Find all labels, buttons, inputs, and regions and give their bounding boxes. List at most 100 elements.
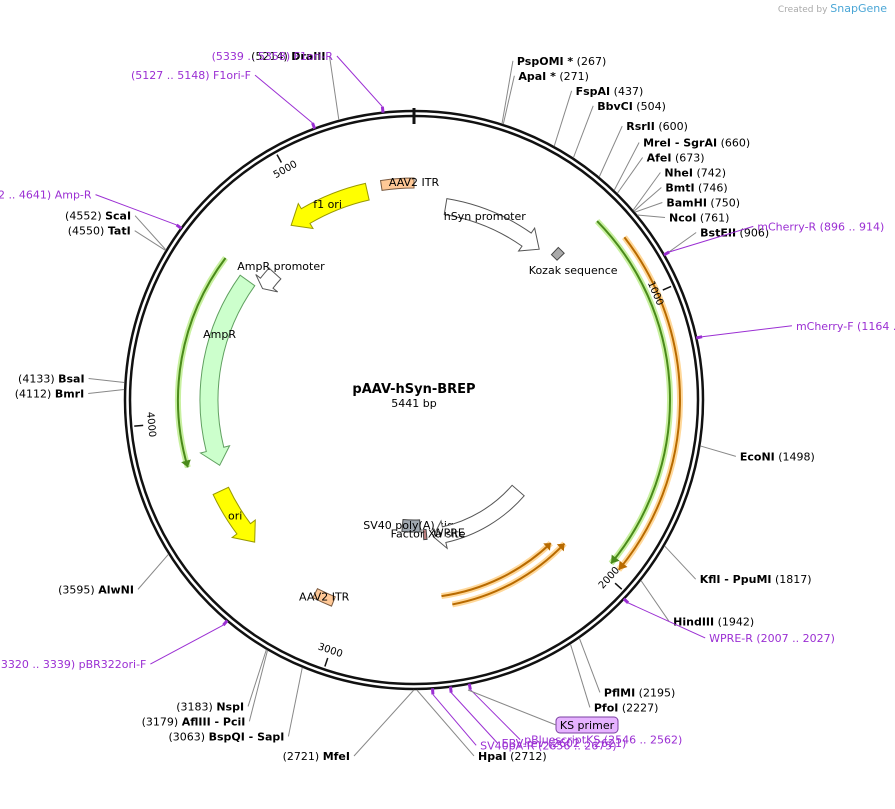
primer-label-sv40pa-r: SV40pA-R (2656 .. 2675) bbox=[480, 739, 616, 752]
feature-label-ori: ori bbox=[228, 510, 242, 523]
primer-mark-wpre-r bbox=[622, 597, 630, 604]
site-pfoi: PfoI (2227) bbox=[594, 701, 659, 714]
site-leader bbox=[637, 214, 666, 218]
primer-leader bbox=[254, 74, 313, 124]
site-fspai: FspAI (437) bbox=[576, 85, 644, 98]
snapgene-credit: Created by SnapGene bbox=[778, 2, 887, 15]
orf-arrows-layer bbox=[175, 218, 683, 608]
feature-f1-ori bbox=[290, 182, 370, 230]
primer-leader bbox=[450, 692, 499, 744]
primer-leader bbox=[627, 602, 706, 639]
site-leader bbox=[88, 378, 125, 384]
feature-label-wpre: WPRE bbox=[433, 527, 465, 540]
site-leader bbox=[664, 545, 697, 580]
primer-mark-f1ori-r bbox=[380, 106, 385, 113]
site-nspi: (3183) NspI bbox=[176, 700, 244, 713]
feature-label-f1-ori: f1 ori bbox=[313, 198, 342, 211]
site-ncoi: NcoI (761) bbox=[669, 211, 729, 224]
site-bmri: (4112) BmrI bbox=[15, 388, 84, 401]
site-leader bbox=[634, 202, 663, 213]
tick-mark bbox=[276, 154, 283, 163]
primers-layer: (5339 .. 5358) F1ori-R (5127 .. 5148) F1o… bbox=[0, 50, 895, 752]
site-pspomi: PspOMI * (267) bbox=[517, 55, 606, 68]
feature-sv40-poly-a-signal bbox=[401, 518, 421, 533]
primer-label-f1ori-r: (5339 .. 5358) F1ori-R bbox=[212, 50, 334, 63]
site-hindiii: HindIII (1942) bbox=[673, 616, 754, 629]
feature-ori bbox=[212, 486, 256, 543]
backbone-layer bbox=[123, 108, 705, 691]
site-nhei: NheI (742) bbox=[664, 166, 726, 179]
primer-mark-amp-r bbox=[175, 223, 183, 230]
feature-label-aav2-itr: AAV2 ITR bbox=[389, 176, 440, 189]
orf-arrow bbox=[452, 542, 566, 606]
site-leader bbox=[598, 125, 623, 178]
site-leader bbox=[700, 445, 737, 457]
plasmid-name: pAAV-hSyn-BREP bbox=[352, 382, 475, 397]
tick-mark bbox=[324, 657, 329, 667]
primer-label-pbluescriptks: pBluescriptKS (2546 .. 2562) bbox=[524, 734, 682, 747]
site-afliii-pcii: (3179) AflIII - PciI bbox=[142, 715, 246, 728]
site-scai: (4552) ScaI bbox=[65, 210, 131, 223]
primer-mark-mcherry-f bbox=[695, 335, 703, 340]
feature-label-factor-xa-site: Factor Xa site bbox=[391, 527, 466, 540]
primer-mark-f1ori-f bbox=[311, 122, 317, 130]
site-rsrii: RsrII (600) bbox=[626, 120, 688, 133]
tick-label: 5000 bbox=[272, 159, 300, 181]
primer-leader bbox=[336, 55, 383, 108]
orf-arrowhead bbox=[618, 560, 628, 570]
site-bspqi-sapi: (3063) BspQI - SapI bbox=[169, 730, 285, 743]
tick-label: 4000 bbox=[144, 411, 157, 437]
orf-arrowhead bbox=[556, 543, 565, 552]
site-kfli-ppumi: KflI - PpuMI (1817) bbox=[700, 573, 812, 586]
feature-hsyn-promoter bbox=[443, 198, 540, 252]
feature-ampr-promoter bbox=[255, 267, 282, 293]
feature-label-ampr: AmpR bbox=[203, 328, 236, 341]
feature-ampr bbox=[199, 274, 256, 467]
site-bmti: BmtI (746) bbox=[665, 181, 727, 194]
site-leader bbox=[632, 172, 661, 211]
site-leader bbox=[416, 689, 475, 757]
site-bsai: (4133) BsaI bbox=[18, 373, 85, 386]
primer-label-ebv-rev: EBV-rev (2602 .. 2621) bbox=[502, 737, 627, 750]
primer-label-wpre-r: WPRE-R (2007 .. 2027) bbox=[709, 632, 835, 645]
orf-arrow bbox=[617, 236, 681, 571]
primer-leader bbox=[432, 694, 477, 746]
feature-aav2-itr bbox=[312, 588, 336, 607]
tick-label: 3000 bbox=[316, 642, 344, 661]
site-leader bbox=[502, 75, 515, 125]
tick-mark bbox=[614, 582, 623, 590]
site-leader bbox=[329, 56, 340, 120]
feature-aav2-itr bbox=[379, 177, 415, 191]
site-leader bbox=[572, 105, 594, 158]
primer-label-f1ori-f: (5127 .. 5148) F1ori-F bbox=[131, 69, 251, 82]
orf-arrow bbox=[177, 257, 227, 468]
feature-wpre bbox=[432, 484, 525, 550]
primer-label-amp-r: (4622 .. 4641) Amp-R bbox=[0, 189, 92, 202]
feature-label-hsyn-promoter: hSyn promoter bbox=[444, 210, 526, 223]
tick-mark bbox=[662, 285, 672, 291]
site-bamhi: BamHI (750) bbox=[666, 196, 740, 209]
site-alwni: (3595) AlwNI bbox=[58, 583, 134, 596]
credit-prefix: Created by bbox=[777, 5, 828, 15]
site-leader bbox=[88, 389, 125, 395]
primer-mark-ebv-rev bbox=[448, 686, 453, 693]
sites-layer: PspOMI * (267)ApaI * (271)FspAI (437)Bbv… bbox=[15, 50, 815, 763]
site-econi: EcoNI (1498) bbox=[740, 450, 815, 463]
site-bbvci: BbvCI (504) bbox=[597, 100, 666, 113]
credit-brand: SnapGene bbox=[830, 2, 887, 15]
feature-label-aav2-itr: AAV2 ITR bbox=[299, 591, 350, 604]
site-leader bbox=[613, 142, 640, 191]
orf-arrow bbox=[441, 542, 552, 598]
feature-label-ampr-promoter: AmpR promoter bbox=[237, 260, 325, 273]
site-leader bbox=[134, 215, 167, 251]
site-leader bbox=[247, 649, 267, 707]
site-leader bbox=[578, 638, 601, 693]
ks-primer-badge: KS primer bbox=[467, 689, 619, 734]
plasmid-length: 5441 bp bbox=[391, 397, 436, 410]
site-tati: (4550) TatI bbox=[68, 225, 131, 238]
primer-leader bbox=[702, 325, 793, 338]
site-leader bbox=[134, 230, 166, 251]
site-leader bbox=[137, 553, 169, 590]
site-draiii: (5214) DraIII bbox=[251, 50, 325, 63]
